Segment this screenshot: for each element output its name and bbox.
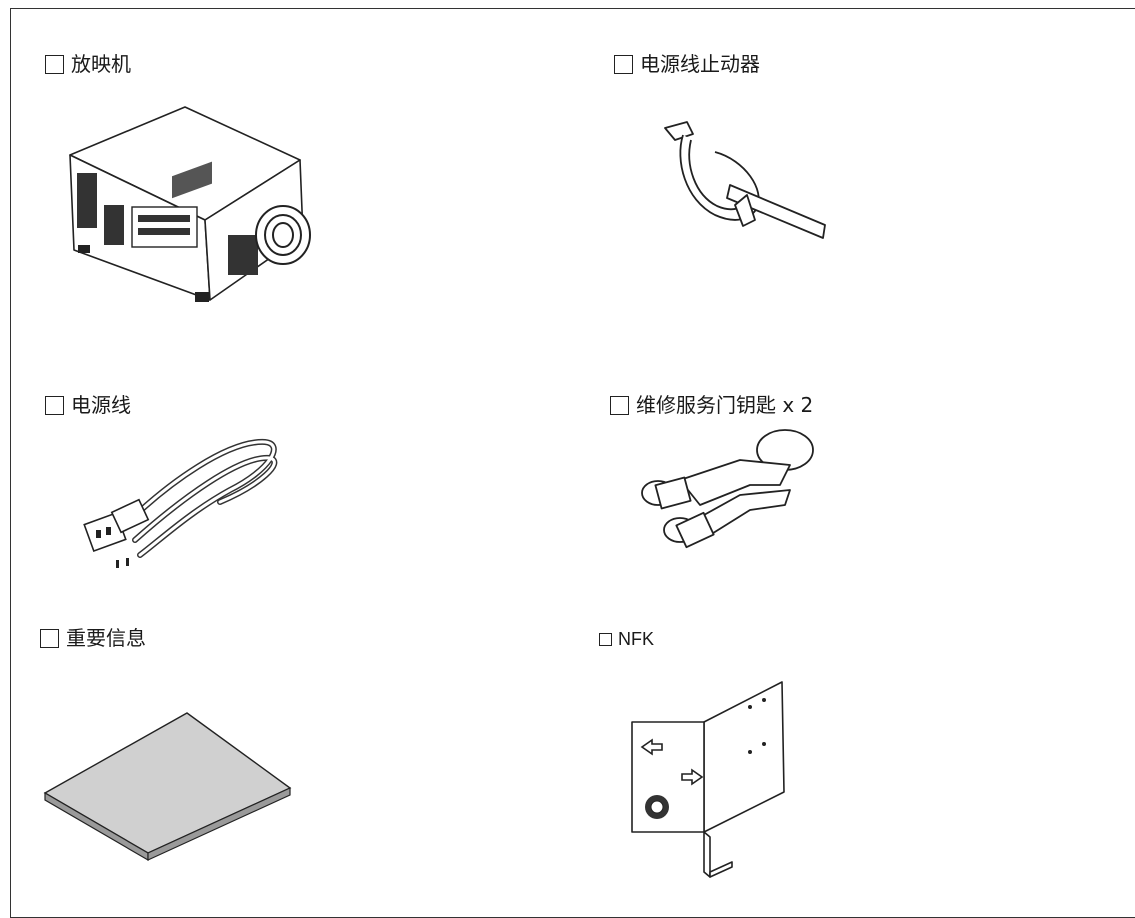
power-cord-stopper-illustration bbox=[664, 121, 826, 239]
checkbox-icon[interactable] bbox=[45, 54, 64, 74]
item-power-cord: 电源线 bbox=[45, 393, 131, 417]
checkbox-icon[interactable] bbox=[610, 395, 629, 415]
checkbox-icon[interactable] bbox=[45, 395, 64, 415]
item-label: 维修服务门钥匙 x 2 bbox=[636, 393, 814, 417]
item-label: 电源线止动器 bbox=[640, 52, 760, 76]
checkbox-icon[interactable] bbox=[614, 54, 633, 74]
important-info-booklet-illustration bbox=[43, 712, 292, 862]
item-label: 电源线 bbox=[71, 393, 131, 417]
item-projector: 放映机 bbox=[45, 52, 131, 76]
power-cord-illustration bbox=[83, 438, 278, 568]
item-label: NFK bbox=[618, 629, 654, 649]
item-label: 重要信息 bbox=[66, 626, 146, 650]
item-important-info: 重要信息 bbox=[40, 626, 146, 650]
item-cable-stopper: 电源线止动器 bbox=[614, 52, 760, 76]
item-nfk: NFK bbox=[599, 627, 654, 651]
item-label: 放映机 bbox=[71, 52, 131, 76]
projector-illustration bbox=[69, 106, 311, 302]
item-keys: 维修服务门钥匙 x 2 bbox=[610, 393, 813, 417]
checkbox-icon[interactable] bbox=[40, 628, 59, 648]
service-door-keys-illustration bbox=[641, 429, 814, 549]
nfk-bracket-illustration bbox=[631, 681, 785, 878]
checkbox-icon[interactable] bbox=[599, 632, 612, 646]
